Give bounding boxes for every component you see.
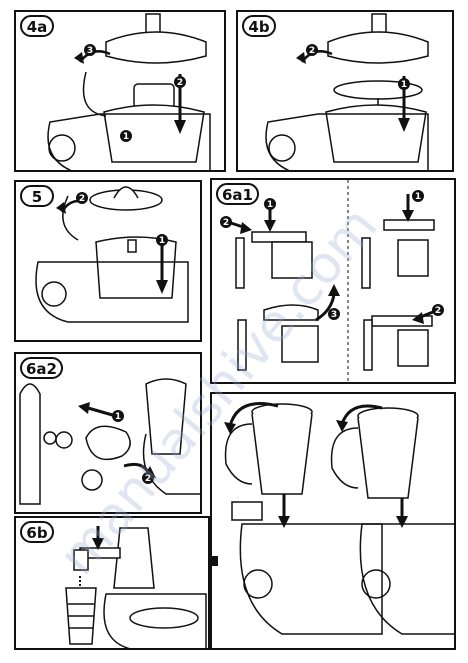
spout-disassembly-illustration: 1 2 [19, 378, 200, 505]
shredder-assembly-illustration: 1 2 [265, 13, 429, 170]
step-2b-badge: 2 [435, 306, 441, 316]
step-arrows [79, 526, 104, 586]
juicer-assembly-illustration: 2 1 3 [47, 13, 211, 170]
step-2-badge: 2 [177, 78, 183, 88]
step-arrows: 2 1 3 [74, 44, 186, 142]
panel-6a2: 6a2 1 2 [14, 352, 202, 514]
panel-4a: 4a 2 1 3 [14, 10, 226, 172]
jug-lock-illustration [224, 402, 454, 635]
panel-jug-lock [210, 392, 456, 650]
citrus-press-illustration: 1 2 [35, 186, 189, 323]
panel-label: 4b [242, 15, 276, 37]
step-1a-badge: 1 [267, 200, 273, 210]
panel-label: 4a [20, 15, 54, 37]
step-1-badge: 1 [159, 236, 165, 246]
step-1-badge: 1 [123, 132, 129, 142]
dispense-juice-illustration [65, 526, 207, 648]
panel-label: 6b [20, 521, 54, 543]
step-arrows: 1 2 [56, 192, 168, 294]
panel-label: 6a1 [216, 183, 259, 205]
step-2a-badge: 2 [223, 218, 229, 228]
step-1-badge: 1 [401, 80, 407, 90]
step-1-badge: 1 [115, 412, 121, 422]
spout-operation-illustration: 1 2 1 3 2 [220, 180, 444, 382]
step-arrows: 1 2 [296, 44, 410, 132]
step-arrows: 1 2 [78, 402, 156, 484]
step-2-badge: 2 [309, 46, 315, 56]
panel-5: 5 1 2 [14, 180, 202, 342]
step-3-badge: 3 [87, 46, 93, 56]
panel-6a1: 6a1 1 2 1 3 [210, 178, 456, 384]
step-3-badge: 3 [331, 310, 337, 320]
panel-label: 6a2 [20, 357, 63, 379]
step-2-badge: 2 [79, 194, 85, 204]
step-2-badge: 2 [145, 474, 151, 484]
step-1b-badge: 1 [415, 192, 421, 202]
panel-label: 5 [20, 185, 54, 207]
panel-4b: 4b 1 2 [236, 10, 454, 172]
panel-6b: 6b [14, 516, 210, 650]
rotation-arrows [224, 402, 408, 528]
step-arrows: 1 2 1 3 2 [220, 190, 444, 324]
